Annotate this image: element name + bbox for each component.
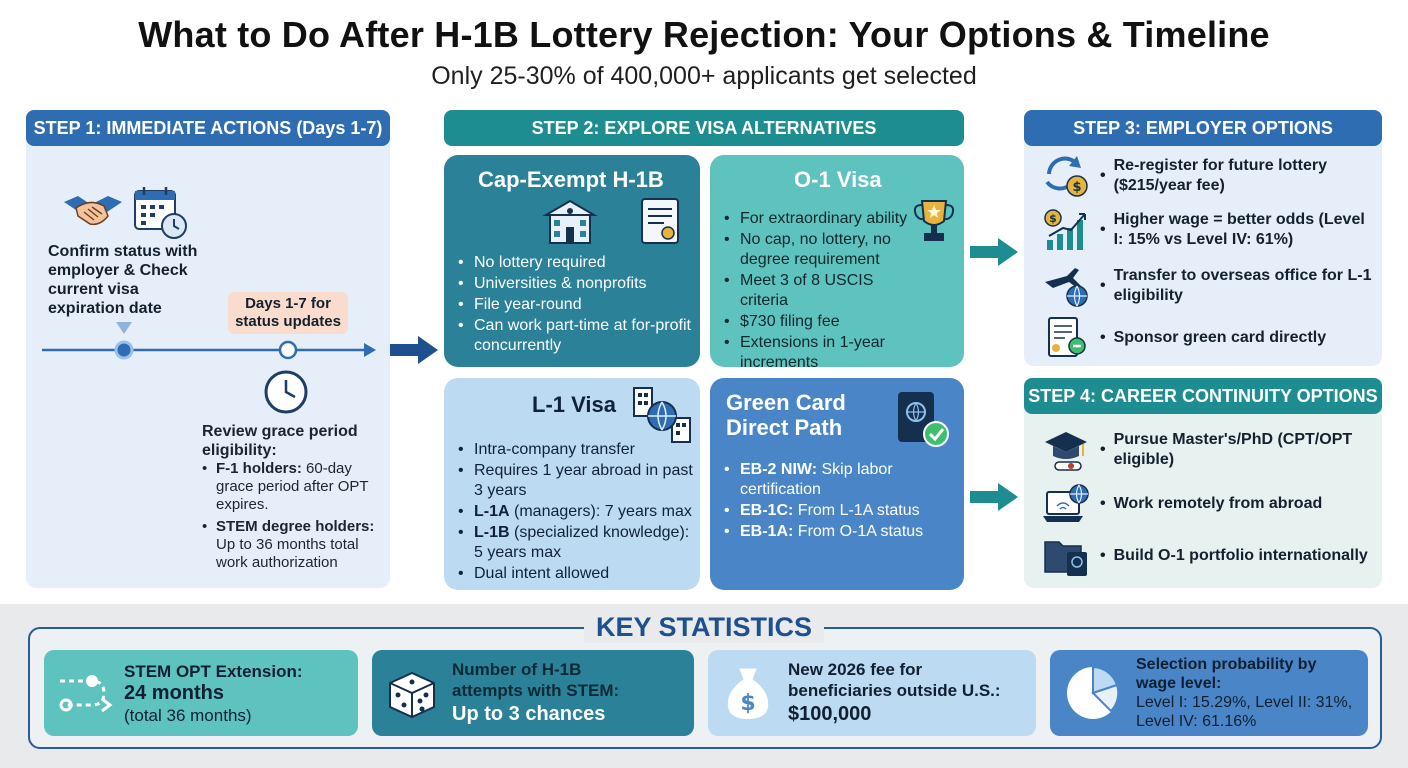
svg-text:$: $ [1049, 212, 1057, 225]
l1-item: Requires 1 year abroad in past 3 years [458, 461, 696, 501]
stat-label: Selection probability by wage level: [1136, 656, 1317, 692]
cap-exempt-item: Universities & nonprofits [458, 274, 694, 294]
stat-text: Selection probability by wage level: Lev… [1136, 655, 1362, 731]
stat-card: $ New 2026 fee for beneficiaries outside… [708, 650, 1036, 736]
step3-option-text: Higher wage = better odds (Level I: 15% … [1113, 211, 1365, 248]
step4-option: •Work remotely from abroad [1038, 482, 1374, 526]
cap-exempt-item: Can work part-time at for-profit concurr… [458, 316, 694, 356]
stat-note: Level I: 15.29%, Level II: 31%, Level IV… [1136, 694, 1353, 730]
stat-card: Number of H-1B attempts with STEM: Up to… [372, 650, 694, 736]
plane-globe-icon [1038, 264, 1094, 308]
stats-title: KEY STATISTICS [584, 612, 824, 643]
step4-option-text: Work remotely from abroad [1113, 495, 1323, 512]
arrow-right-icon [388, 334, 440, 371]
step3-header: STEP 3: EMPLOYER OPTIONS [1024, 110, 1382, 146]
page-title: What to Do After H-1B Lottery Rejection:… [138, 14, 1270, 55]
l1-item: Dual intent allowed [458, 564, 696, 584]
l1-visa-card: L-1 Visa Intra-company transfer Requires… [444, 378, 700, 590]
l1-item: Intra-company transfer [458, 440, 696, 460]
stat-label: STEM OPT Extension: [124, 661, 303, 681]
trophy-icon [910, 195, 958, 252]
document-seal-icon [638, 195, 684, 252]
cap-exempt-item: File year-round [458, 295, 694, 315]
stat-text: STEM OPT Extension: 24 months (total 36 … [124, 661, 303, 726]
grace-period-list: • F-1 holders: 60-day grace period after… [202, 460, 382, 572]
step3-option: •Sponsor green card directly [1038, 316, 1374, 360]
stat-value: Up to 3 chances [452, 703, 606, 725]
stat-value: $100,000 [788, 703, 872, 725]
step4-option-text: Pursue Master's/PhD (CPT/OPT eligible) [1113, 431, 1353, 468]
cap-exempt-item: No lottery required [458, 253, 694, 273]
l1-item: L-1B (specialized knowledge): 5 years ma… [458, 523, 696, 563]
o1-visa-list: For extraordinary ability No cap, no lot… [724, 209, 912, 374]
step3-option-text: Sponsor green card directly [1113, 329, 1327, 346]
route-icon [44, 665, 124, 721]
o1-item: $730 filing fee [724, 312, 912, 332]
money-bag-icon: $ [708, 663, 788, 723]
svg-text:$: $ [1072, 180, 1081, 195]
o1-visa-title: O-1 Visa [794, 167, 882, 192]
stat-text: New 2026 fee for beneficiaries outside U… [788, 659, 1018, 727]
step2-header: STEP 2: EXPLORE VISA ALTERNATIVES [444, 110, 964, 146]
o1-item: Extensions in 1-year increments [724, 333, 912, 373]
green-card-card: Green Card Direct Path EB-2 NIW: Skip la… [710, 378, 964, 590]
stat-card: STEM OPT Extension: 24 months (total 36 … [44, 650, 358, 736]
l1-item: L-1A (managers): 7 years max [458, 502, 696, 522]
certificate-icon [1038, 316, 1094, 360]
pie-chart-icon [1050, 661, 1136, 725]
cap-exempt-title: Cap-Exempt H-1B [478, 167, 664, 192]
arrow-right-icon [968, 481, 1020, 518]
graduation-cap-icon [1038, 428, 1094, 472]
o1-item: Meet 3 of 8 USCIS criteria [724, 271, 912, 311]
clock-icon [262, 368, 310, 416]
step3-panel [1024, 110, 1382, 366]
o1-item: For extraordinary ability [724, 209, 912, 229]
review-grace-title: Review grace period eligibility: [202, 423, 358, 459]
green-card-item: EB-2 NIW: Skip labor certification [724, 460, 954, 500]
grace-item: • STEM degree holders: Up to 36 months t… [202, 518, 375, 571]
growth-chart-icon: $ [1038, 208, 1094, 252]
green-card-list: EB-2 NIW: Skip labor certification EB-1C… [724, 460, 954, 543]
laptop-globe-icon [1038, 482, 1094, 526]
calendar-clock-icon [132, 184, 190, 242]
green-card-item: EB-1A: From O-1A status [724, 522, 954, 542]
portfolio-folder-icon [1038, 534, 1094, 578]
confirm-status-text: Confirm status with employer & Check cur… [48, 243, 198, 317]
stat-card: Selection probability by wage level: Lev… [1050, 650, 1368, 736]
step3-option-text: Transfer to overseas office for L-1 elig… [1113, 267, 1372, 304]
step3-option-text: Re-register for future lottery ($215/yea… [1113, 157, 1327, 194]
step4-option: •Pursue Master's/PhD (CPT/OPT eligible) [1038, 428, 1374, 472]
green-card-item: EB-1C: From L-1A status [724, 501, 954, 521]
dice-icon [372, 665, 452, 721]
step3-option: $ •Higher wage = better odds (Level I: 1… [1038, 208, 1374, 252]
step3-option: •Transfer to overseas office for L-1 eli… [1038, 264, 1374, 308]
stat-note: (total 36 months) [124, 705, 252, 725]
svg-text:$: $ [740, 691, 755, 716]
days-callout: Days 1-7 for status updates [228, 292, 348, 334]
step4-option: •Build O-1 portfolio internationally [1038, 534, 1374, 578]
step4-header: STEP 4: CAREER CONTINUITY OPTIONS [1024, 378, 1382, 414]
refresh-coin-icon: $ [1038, 154, 1094, 198]
stat-label: New 2026 fee for beneficiaries outside U… [788, 660, 1001, 700]
l1-visa-title: L-1 Visa [532, 392, 616, 417]
stat-label: Number of H-1B attempts with STEM: [452, 660, 620, 700]
timeline [40, 320, 380, 360]
university-icon [542, 197, 598, 252]
o1-visa-card: O-1 Visa For extraordinary ability No ca… [710, 155, 964, 371]
handshake-icon [60, 188, 126, 232]
step4-option-text: Build O-1 portfolio internationally [1113, 547, 1368, 564]
o1-item: No cap, no lottery, no degree requiremen… [724, 230, 912, 270]
stat-text: Number of H-1B attempts with STEM: Up to… [452, 659, 652, 727]
step1-header: STEP 1: IMMEDIATE ACTIONS (Days 1-7) [26, 110, 390, 146]
cap-exempt-list: No lottery required Universities & nonpr… [458, 253, 694, 357]
arrow-right-icon [968, 236, 1020, 273]
l1-visa-list: Intra-company transfer Requires 1 year a… [458, 440, 696, 585]
page-subtitle: Only 25-30% of 400,000+ applicants get s… [431, 62, 977, 90]
passport-check-icon [890, 388, 954, 457]
cap-exempt-card: Cap-Exempt H-1B No lottery required Univ… [444, 155, 700, 367]
step3-option: $ •Re-register for future lottery ($215/… [1038, 154, 1374, 198]
green-card-title: Green Card Direct Path [726, 390, 846, 440]
stat-value: 24 months [124, 681, 225, 704]
grace-item: • F-1 holders: 60-day grace period after… [202, 460, 369, 513]
